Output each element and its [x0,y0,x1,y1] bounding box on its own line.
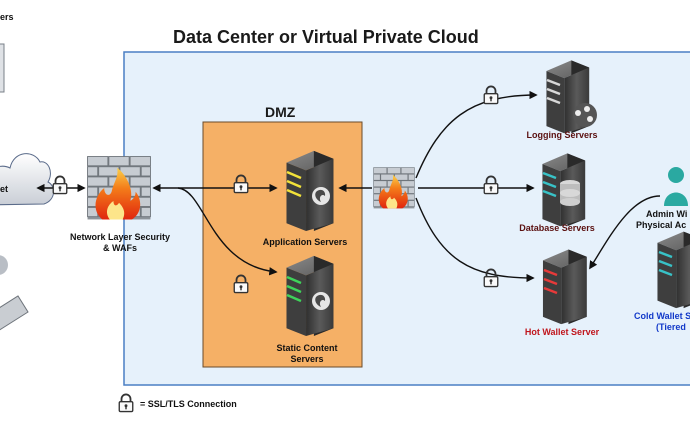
static-content-line1: Static Content [276,343,338,353]
application-servers-icon [286,150,334,232]
hot-wallet-label: Hot Wallet Server [524,327,600,337]
connectors [36,90,661,283]
database-servers-icon [542,153,586,227]
static-content-servers-icon [286,255,334,337]
legend-lock-icon [118,393,134,413]
internal-firewall-icon [373,167,415,209]
network-security-line1: Network Layer Security [69,232,171,242]
internet-cloud [0,153,54,206]
laptop-user-icon [0,255,29,331]
cold-wallet-line2: (Tiered [656,322,686,332]
cold-wallet-line1: Cold Wallet S [634,311,690,321]
top-left-fragment: ers [0,12,14,22]
static-content-line2: Servers [290,354,324,364]
database-servers-label: Database Servers [519,223,595,233]
logging-servers-icon [546,60,597,134]
cloud-label-fragment: et [0,184,9,194]
legend-text: = SSL/TLS Connection [140,399,237,409]
cold-wallet-label: Cold Wallet S (Tiered [634,311,690,333]
network-security-label: Network Layer Security & WAFs [60,232,180,254]
hot-wallet-server-icon [542,249,587,325]
admin-line1: Admin Wi [646,209,688,219]
network-firewall-icon [87,156,151,220]
diagram-title: Data Center or Virtual Private Cloud [173,27,479,47]
application-servers-label: Application Servers [262,237,348,247]
cold-wallet-server-icon [657,231,690,309]
top-left-device [0,43,5,93]
dmz-label: DMZ [265,104,296,120]
admin-line2: Physical Ac [636,220,687,230]
static-content-label: Static Content Servers [252,343,362,365]
dmz-zone [202,121,363,368]
admin-label: Admin Wi Physical Ac [636,209,690,231]
network-security-line2: & WAFs [102,243,137,253]
logging-servers-label: Logging Servers [526,130,598,140]
lock-icon [52,175,68,195]
admin-person-icon [664,167,688,206]
